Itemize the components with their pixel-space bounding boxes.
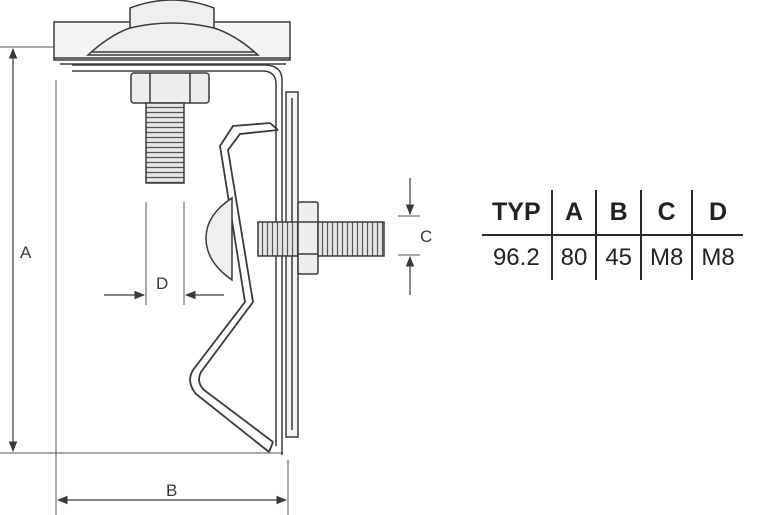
- spec-table-header-row: TYP A B C D: [482, 190, 743, 235]
- dome-nut: [86, 0, 260, 56]
- dimension-c: C: [405, 178, 432, 295]
- header-b: B: [595, 190, 642, 235]
- horizontal-bolt-washer: [205, 196, 233, 282]
- bolt-head: [130, 72, 210, 104]
- spring-clamp: [189, 122, 279, 453]
- header-c: C: [640, 190, 693, 235]
- cell-c: M8: [640, 235, 693, 280]
- header-typ: TYP: [492, 198, 541, 226]
- horizontal-bolt-inner: [257, 221, 299, 257]
- spec-table: TYP A B C D 96.2 80 45 M8 M8: [482, 190, 743, 280]
- dimension-d-label: D: [156, 274, 168, 293]
- table-row: 96.2 80 45 M8 M8: [482, 235, 743, 280]
- dimension-d: D: [104, 274, 224, 300]
- vertical-bolt-shaft: [145, 102, 185, 184]
- extension-lines: [0, 46, 420, 515]
- horizontal-nut: [297, 201, 319, 275]
- cell-typ: 96.2: [492, 244, 540, 271]
- dimension-c-label: C: [420, 227, 432, 246]
- cell-b: 45: [595, 235, 642, 280]
- dimension-a: A: [8, 47, 32, 453]
- horizontal-bolt-shaft: [317, 221, 385, 257]
- cell-d: M8: [691, 235, 743, 280]
- dimension-b: B: [56, 481, 288, 505]
- header-a: A: [550, 190, 597, 235]
- dimension-b-label: B: [166, 481, 177, 500]
- cell-a: 80: [550, 235, 597, 280]
- header-d: D: [691, 190, 743, 235]
- dimension-a-label: A: [20, 243, 32, 262]
